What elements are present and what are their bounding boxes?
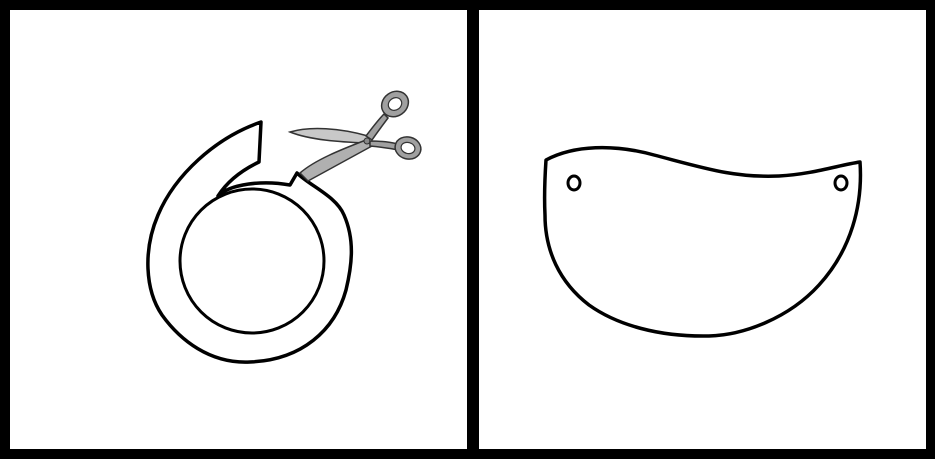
visor-shape [545, 148, 861, 336]
panel-step-2 [479, 10, 926, 449]
step-2-illustration [479, 10, 926, 449]
hole-right [835, 176, 847, 190]
panel-step-1 [10, 10, 467, 449]
scissors-icon [290, 86, 423, 181]
inner-circle [180, 189, 324, 333]
step-1-illustration [10, 10, 467, 449]
hole-left [568, 176, 580, 190]
